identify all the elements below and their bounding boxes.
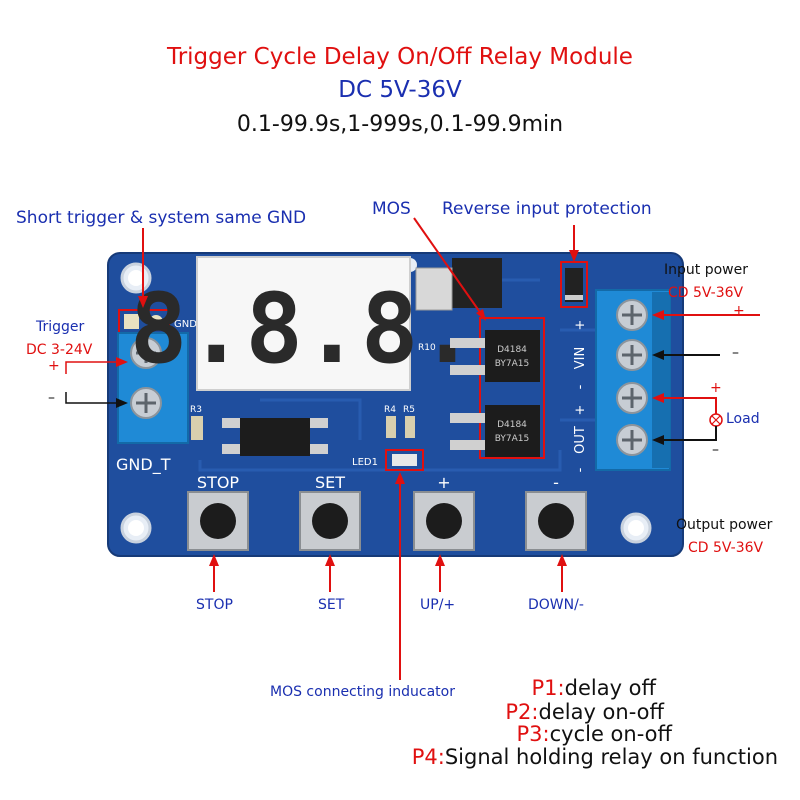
mos-label: MOS	[372, 199, 411, 219]
silk-set: SET	[315, 473, 345, 492]
vin-plus-sign: +	[733, 303, 745, 319]
silk-stop: STOP	[197, 473, 240, 492]
svg-text:-: -	[573, 384, 588, 389]
stop-button-label: STOP	[196, 597, 233, 613]
out-plus-sign: +	[710, 380, 722, 396]
power-terminal-block	[595, 289, 671, 471]
mounting-holes	[120, 258, 652, 544]
silk-minus: -	[553, 473, 559, 492]
seven-segment-display: 8.8.8.	[130, 256, 476, 391]
svg-text:BY7A15: BY7A15	[495, 359, 530, 369]
svg-text:OUT: OUT	[573, 426, 588, 454]
tact-buttons	[187, 491, 587, 551]
input-power-label: Input power	[664, 262, 748, 278]
silk-plus: +	[437, 473, 450, 492]
gnd-short-pads: GND	[118, 309, 197, 335]
svg-text:GND: GND	[174, 319, 197, 330]
load-label: Load	[726, 411, 760, 427]
svg-text:+: +	[573, 320, 588, 331]
mos-indicator-label: MOS connecting inducator	[270, 684, 455, 700]
svg-text:BY7A15: BY7A15	[495, 434, 530, 444]
trigger-minus-sign: –	[48, 390, 55, 406]
optocoupler: R3 R4 R5	[190, 405, 415, 456]
svg-text:VIN: VIN	[573, 347, 588, 369]
trigger-label: Trigger	[36, 319, 85, 335]
trigger-plus-sign: +	[48, 358, 60, 374]
mos-led-indicator: LED1	[352, 449, 424, 471]
down-button-label: DOWN/-	[528, 597, 584, 613]
svg-text:R10: R10	[418, 343, 436, 353]
mode-p1: P1:delay off	[531, 676, 656, 700]
set-button-label: SET	[318, 597, 345, 613]
trigger-range: DC 3-24V	[26, 342, 93, 358]
svg-text:R3: R3	[190, 405, 202, 415]
vin-minus-sign: –	[732, 345, 739, 361]
svg-text:-: -	[573, 467, 588, 472]
svg-text:LED1: LED1	[352, 457, 378, 468]
trigger-terminal-block	[117, 332, 189, 444]
mode-p4: P4:Signal holding relay on function	[411, 745, 778, 769]
reverse-protection-label: Reverse input protection	[442, 199, 652, 219]
out-minus-sign: –	[712, 442, 719, 458]
svg-text:D4184: D4184	[497, 345, 527, 355]
mode-p3: P3:cycle on-off	[516, 722, 673, 746]
svg-text:D4184: D4184	[497, 420, 527, 430]
title-line-1: Trigger Cycle Delay On/Off Relay Module	[167, 44, 633, 70]
leader-lines	[65, 217, 760, 680]
title-line-2: DC 5V-36V	[338, 77, 462, 103]
terminal-silkscreen: + VIN - + OUT -	[573, 320, 588, 473]
short-trigger-label: Short trigger & system same GND	[16, 208, 307, 228]
input-power-range: CD 5V-36V	[668, 285, 744, 301]
mos-chips: D4184 BY7A15 D4184 BY7A15 R10	[418, 317, 545, 459]
svg-text:+: +	[573, 405, 588, 416]
svg-text:R5: R5	[403, 405, 415, 415]
output-power-range: CD 5V-36V	[688, 540, 764, 556]
mode-p2: P2:delay on-off	[505, 700, 664, 724]
silk-gnd-t: GND_T	[116, 455, 171, 475]
title-line-3: 0.1-99.9s,1-999s,0.1-99.9min	[236, 112, 564, 137]
svg-text:R4: R4	[384, 405, 396, 415]
output-power-label: Output power	[676, 517, 773, 533]
up-button-label: UP/+	[420, 597, 456, 613]
